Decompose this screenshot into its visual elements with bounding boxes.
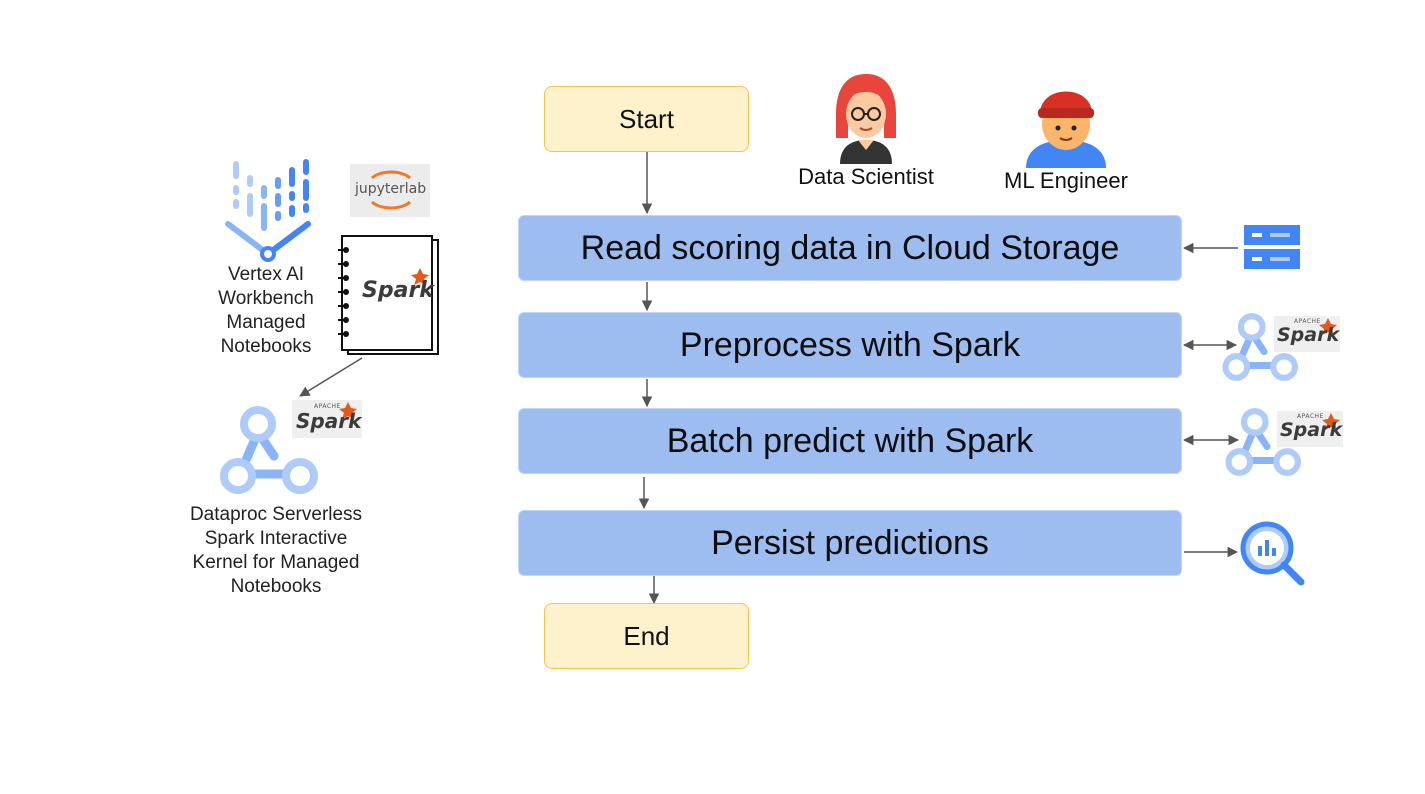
apache-logo-text: APACHE [1294, 318, 1321, 325]
apache-logo-text: APACHE [1297, 413, 1324, 420]
arrow-notebook-to-dataproc [299, 357, 363, 397]
step-preprocess: Preprocess with Spark [518, 312, 1182, 378]
spark-logo-text: Spark [1280, 419, 1343, 441]
data-scientist-avatar-icon [836, 74, 896, 164]
persona-ml-engineer: ML Engineer [988, 70, 1144, 194]
jupyterlab-logo-text: jupyterlab [355, 181, 427, 197]
vertex-ai-icon [225, 159, 311, 262]
step-read-scoring-data: Read scoring data in Cloud Storage [518, 215, 1182, 281]
ml-engineer-avatar-icon [1026, 91, 1106, 168]
dataproc-icon [220, 406, 318, 494]
persona-label: Data Scientist [798, 164, 934, 189]
notebook-spark-icon: Spark [334, 234, 444, 358]
jupyterlab-logo-icon: jupyterlab [350, 164, 430, 217]
start-node: Start [544, 86, 749, 152]
step-batch-predict: Batch predict with Spark [518, 408, 1182, 474]
spark-logo: APACHE Spark [1277, 411, 1343, 447]
spark-logo: APACHE Spark [292, 400, 362, 438]
step-persist-predictions: Persist predictions [518, 510, 1182, 576]
bigquery-icon [1240, 521, 1305, 586]
spark-logo: APACHE Spark [1274, 316, 1340, 352]
spark-logo-text: Spark [296, 409, 362, 433]
apache-logo-text: APACHE [314, 403, 341, 410]
spark-logo-text: Spark [362, 278, 434, 303]
dataproc-kernel-label: Dataproc Serverless Spark Interactive Ke… [189, 504, 363, 597]
dataproc-icon [1225, 408, 1301, 476]
cloud-storage-icon [1244, 225, 1300, 269]
persona-data-scientist: Data Scientist [788, 70, 944, 190]
dataproc-icon [1222, 313, 1298, 381]
persona-label: ML Engineer [1004, 168, 1128, 193]
end-node: End [544, 603, 749, 669]
vertex-ai-workbench-label: Vertex AI Workbench Managed Notebooks [218, 264, 314, 357]
spark-logo-text: Spark [1277, 324, 1340, 346]
